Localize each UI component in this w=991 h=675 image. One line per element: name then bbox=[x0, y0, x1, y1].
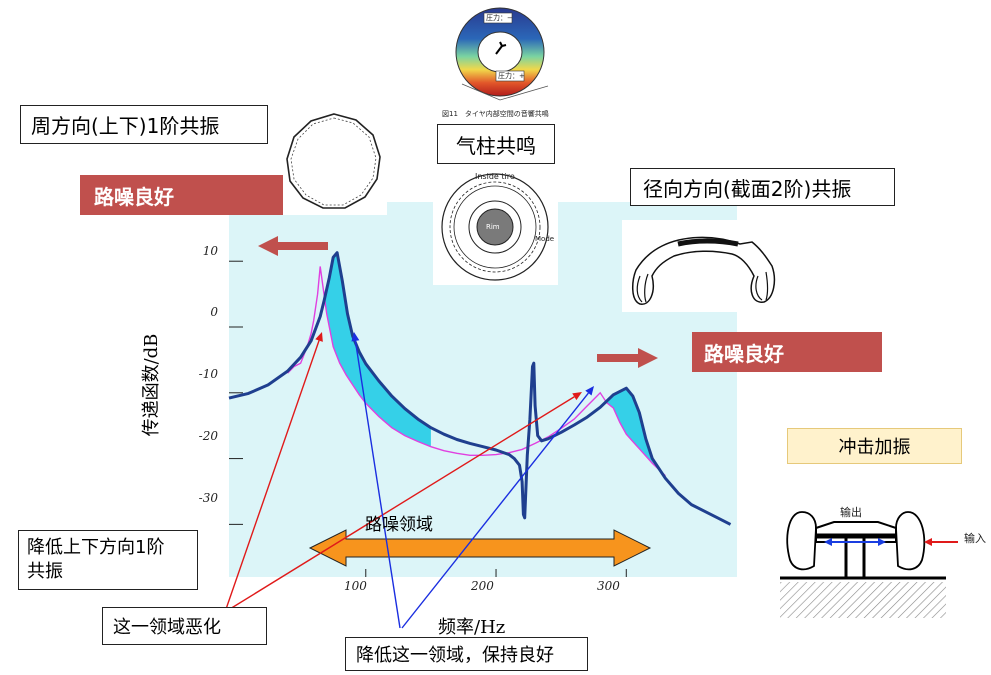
tire-acoustic-image bbox=[455, 7, 549, 101]
test-rig-drawing bbox=[780, 511, 958, 618]
radial-resonance-label: 径向方向(截面2阶)共振 bbox=[630, 168, 895, 206]
circumferential-resonance-label: 周方向(上下)1阶共振 bbox=[20, 105, 268, 144]
x-tick-100: 100 bbox=[344, 579, 367, 593]
acoustic-resonance-inset: 圧力：− 圧力：+ 図11 タイヤ内部空間の音響共鳴 bbox=[442, 4, 566, 122]
radial-mode-diagram bbox=[622, 220, 787, 312]
tire-mode-diagram: Inside tire Rim Mode bbox=[433, 167, 558, 285]
x-axis-label: 频率/Hz bbox=[438, 617, 506, 638]
road-noise-good-banner-right: 路噪良好 bbox=[692, 332, 882, 372]
polygon-mode-drawing bbox=[286, 113, 381, 209]
air-column-text: 气柱共鸣 bbox=[456, 133, 536, 158]
road-noise-region-label: 路噪领域 bbox=[365, 515, 433, 535]
circumferential-text: 周方向(上下)1阶共振 bbox=[31, 114, 220, 138]
x-tick-300: 300 bbox=[597, 579, 620, 593]
air-column-resonance-label: 气柱共鸣 bbox=[437, 124, 555, 164]
reduce-first-order-label: 降低上下方向1阶 共振 bbox=[18, 530, 198, 590]
impact-test-diagram: 输出 输入 bbox=[780, 498, 990, 620]
good-left-text: 路噪良好 bbox=[94, 184, 174, 209]
inside-tire-label: Inside tire bbox=[475, 172, 515, 181]
cross-section-drawing bbox=[632, 236, 776, 305]
circumferential-mode-diagram bbox=[281, 109, 387, 215]
region-worsens-label: 这一领域恶化 bbox=[102, 607, 267, 645]
y-tick-0: 0 bbox=[210, 305, 218, 319]
pressure-plus-label: 圧力：+ bbox=[498, 72, 525, 80]
reduce-keep-good-label: 降低这一领域，保持良好 bbox=[345, 637, 588, 671]
y-tick-minus30: -30 bbox=[198, 491, 218, 505]
x-tick-200: 200 bbox=[471, 579, 494, 593]
worsen-text: 这一领域恶化 bbox=[113, 617, 221, 638]
good-right-text: 路噪良好 bbox=[704, 341, 784, 366]
input-label: 输入 bbox=[964, 532, 986, 545]
mode-label: Mode bbox=[535, 235, 555, 243]
reduce-keep-text: 降低这一领域，保持良好 bbox=[356, 645, 554, 666]
y-axis-label: 传递函数/dB bbox=[141, 333, 162, 437]
impact-excitation-label: 冲击加振 bbox=[787, 428, 962, 464]
y-tick-10: 10 bbox=[202, 244, 218, 258]
pressure-minus-label: 圧力：− bbox=[486, 14, 513, 22]
road-noise-good-banner-left: 路噪良好 bbox=[80, 175, 283, 215]
output-label: 输出 bbox=[840, 506, 862, 519]
radial-text: 径向方向(截面2阶)共振 bbox=[643, 176, 852, 201]
reduce-first-text: 降低上下方向1阶 共振 bbox=[27, 537, 165, 582]
y-tick-minus10: -10 bbox=[198, 367, 218, 381]
rim-label: Rim bbox=[486, 223, 500, 231]
inset-caption: 図11 タイヤ内部空間の音響共鳴 bbox=[442, 110, 549, 118]
y-tick-minus20: -20 bbox=[198, 429, 218, 443]
impact-text: 冲击加振 bbox=[838, 437, 911, 458]
